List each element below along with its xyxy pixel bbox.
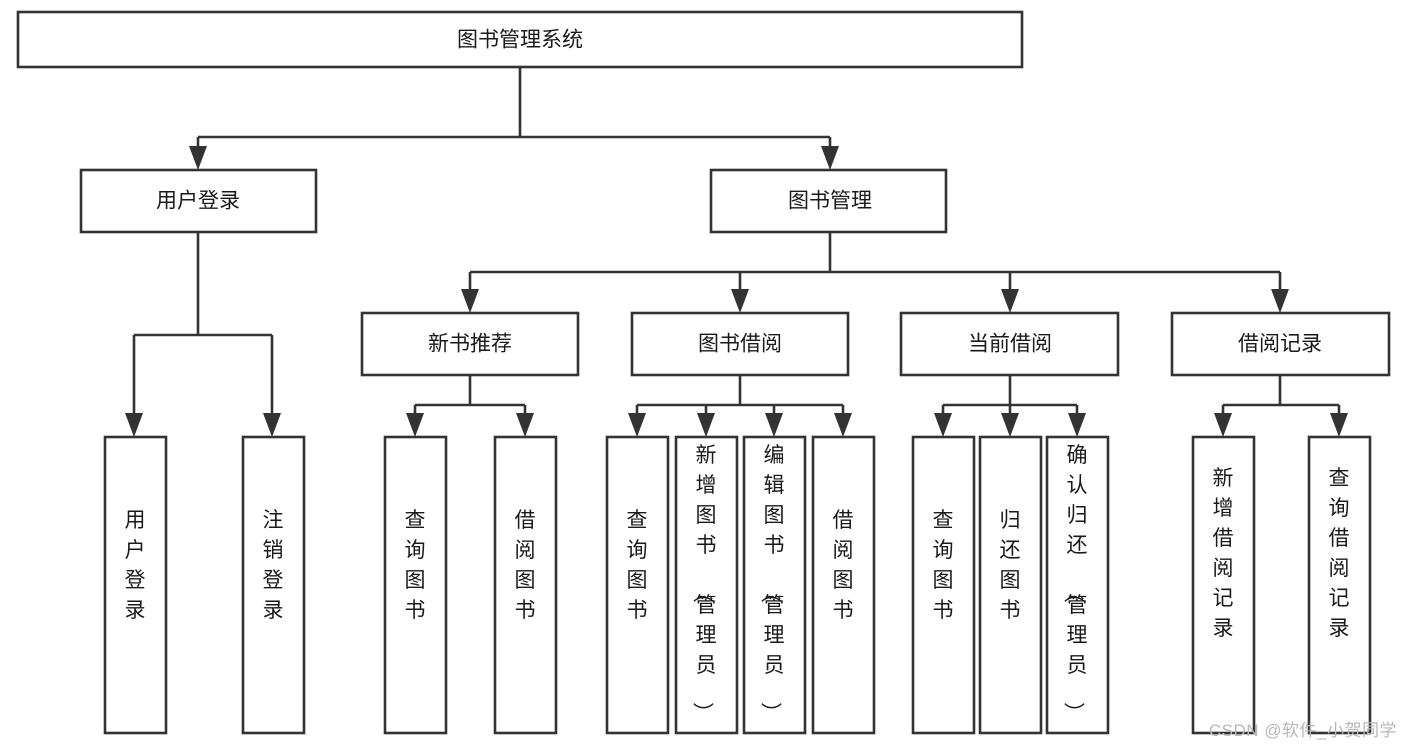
node-new-book-rec[interactable]: 新书推荐 bbox=[360, 311, 580, 377]
node-book-borrow[interactable]: 图书借阅 bbox=[630, 311, 850, 377]
node-leaf-logout-box[interactable] bbox=[241, 435, 306, 735]
node-leaf-query-book-b-label: 查询图书 bbox=[627, 509, 648, 622]
node-leaf-query-book-c-label: 查询图书 bbox=[933, 509, 954, 622]
node-current-borrow-box[interactable] bbox=[899, 311, 1120, 377]
node-leaf-borrow-book-a-label: 借阅图书 bbox=[515, 509, 536, 622]
arrow-root-to-user-login bbox=[189, 146, 207, 170]
arrow-borrowrecord-l2 bbox=[1330, 413, 1348, 437]
arrow-bm-bookborrow bbox=[731, 289, 749, 313]
connector-layer bbox=[125, 67, 1348, 437]
node-leaf-logout[interactable]: 注销登录 bbox=[241, 435, 306, 735]
node-leaf-edit-book-box[interactable] bbox=[742, 435, 807, 735]
arrow-bookborrow-l1 bbox=[628, 413, 646, 437]
node-leaf-borrow-book-b[interactable]: 借阅图书 bbox=[811, 435, 876, 735]
node-leaf-query-book-a[interactable]: 查询图书 bbox=[383, 435, 448, 735]
node-leaf-add-record-label: 新增借阅记录 bbox=[1213, 467, 1234, 640]
node-leaf-add-record[interactable]: 新增借阅记录 bbox=[1191, 435, 1256, 735]
node-leaf-user-login-box[interactable] bbox=[103, 435, 168, 735]
node-book-borrow-box[interactable] bbox=[630, 311, 850, 377]
node-book-manage-label: 图书管理 bbox=[788, 190, 872, 213]
node-root[interactable]: 图书管理系统 bbox=[16, 10, 1024, 69]
node-borrow-record[interactable]: 借阅记录 bbox=[1170, 311, 1391, 377]
node-leaf-return-book[interactable]: 归还图书 bbox=[978, 435, 1043, 735]
node-leaf-query-book-c-box[interactable] bbox=[911, 435, 976, 735]
node-leaf-confirm-return-box[interactable] bbox=[1045, 435, 1110, 735]
node-new-book-rec-label: 新书推荐 bbox=[428, 333, 512, 356]
arrow-bm-borrowrecord bbox=[1271, 289, 1289, 313]
node-leaf-return-book-label: 归还图书 bbox=[1000, 509, 1021, 622]
arrow-user-login-l1 bbox=[125, 413, 143, 437]
node-leaf-confirm-return-label: 确认归还（管理员） bbox=[1062, 444, 1088, 723]
arrow-newbook-l1 bbox=[406, 413, 424, 437]
node-leaf-add-book-box[interactable] bbox=[674, 435, 739, 735]
node-current-borrow[interactable]: 当前借阅 bbox=[899, 311, 1120, 377]
node-leaf-add-book[interactable]: 新增图书（管理员） bbox=[674, 435, 739, 735]
node-leaf-query-record[interactable]: 查询借阅记录 bbox=[1307, 435, 1372, 735]
arrow-bm-currentborrow bbox=[1001, 289, 1019, 313]
arrow-borrowrecord-l1 bbox=[1214, 413, 1232, 437]
node-user-login[interactable]: 用户登录 bbox=[79, 168, 318, 234]
node-leaf-borrow-book-b-label: 借阅图书 bbox=[833, 509, 854, 622]
node-leaf-logout-label: 注销登录 bbox=[263, 509, 284, 622]
node-borrow-record-box[interactable] bbox=[1170, 311, 1391, 377]
arrow-bookborrow-l4 bbox=[834, 413, 852, 437]
node-leaf-edit-book[interactable]: 编辑图书（管理员） bbox=[742, 435, 807, 735]
node-root-box[interactable] bbox=[16, 10, 1024, 69]
arrow-user-login-l2 bbox=[263, 413, 281, 437]
node-leaf-add-book-label: 新增图书（管理员） bbox=[691, 444, 717, 723]
arrow-newbook-l2 bbox=[516, 413, 534, 437]
node-user-login-box[interactable] bbox=[79, 168, 318, 234]
node-leaf-query-book-b[interactable]: 查询图书 bbox=[605, 435, 670, 735]
node-leaf-query-book-c[interactable]: 查询图书 bbox=[911, 435, 976, 735]
node-new-book-rec-box[interactable] bbox=[360, 311, 580, 377]
node-leaf-query-record-box[interactable] bbox=[1307, 435, 1372, 735]
node-book-manage[interactable]: 图书管理 bbox=[709, 168, 948, 234]
node-current-borrow-label: 当前借阅 bbox=[968, 333, 1052, 356]
arrow-currentborrow-l2 bbox=[1001, 413, 1019, 437]
node-leaf-user-login-label: 用户登录 bbox=[125, 509, 146, 622]
arrow-bookborrow-l2 bbox=[697, 413, 715, 437]
node-leaf-query-book-a-box[interactable] bbox=[383, 435, 448, 735]
arrow-root-to-book-manage bbox=[821, 146, 839, 170]
node-borrow-record-label: 借阅记录 bbox=[1238, 333, 1322, 356]
node-leaf-edit-book-label: 编辑图书（管理员） bbox=[759, 444, 785, 723]
arrow-bm-newbook bbox=[461, 289, 479, 313]
node-leaf-borrow-book-a[interactable]: 借阅图书 bbox=[493, 435, 558, 735]
node-leaf-add-record-box[interactable] bbox=[1191, 435, 1256, 735]
csdn-watermark: CSDN @软件_小贺同学 bbox=[1208, 721, 1397, 740]
node-leaf-query-record-label: 查询借阅记录 bbox=[1329, 467, 1350, 640]
node-leaf-confirm-return[interactable]: 确认归还（管理员） bbox=[1045, 435, 1110, 735]
arrow-currentborrow-l3 bbox=[1068, 413, 1086, 437]
node-leaf-return-book-box[interactable] bbox=[978, 435, 1043, 735]
node-leaf-borrow-book-b-box[interactable] bbox=[811, 435, 876, 735]
node-root-label: 图书管理系统 bbox=[457, 29, 583, 52]
node-book-borrow-label: 图书借阅 bbox=[698, 333, 782, 356]
arrow-bookborrow-l3 bbox=[765, 413, 783, 437]
node-leaf-query-book-a-label: 查询图书 bbox=[405, 509, 426, 622]
arrow-currentborrow-l1 bbox=[934, 413, 952, 437]
node-leaf-borrow-book-a-box[interactable] bbox=[493, 435, 558, 735]
node-leaf-query-book-b-box[interactable] bbox=[605, 435, 670, 735]
node-user-login-label: 用户登录 bbox=[156, 190, 240, 213]
node-leaf-user-login[interactable]: 用户登录 bbox=[103, 435, 168, 735]
node-book-manage-box[interactable] bbox=[709, 168, 948, 234]
